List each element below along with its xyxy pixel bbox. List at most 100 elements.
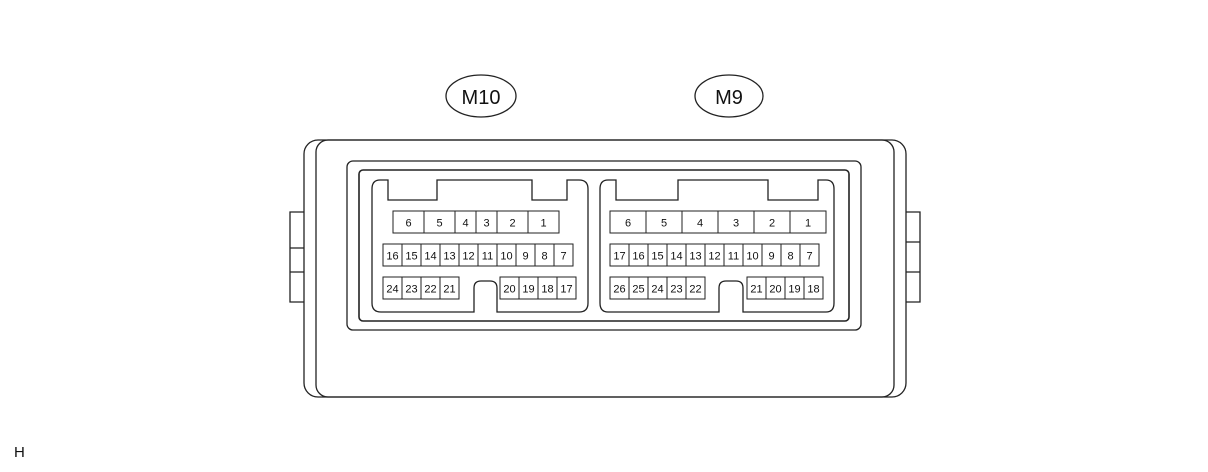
pin-number: 23 <box>670 284 682 296</box>
pin-number: 21 <box>750 284 762 296</box>
pin-m10-20: 20 <box>499 276 520 300</box>
pin-number: 18 <box>541 284 553 296</box>
pin-m10-7: 7 <box>553 243 574 267</box>
m9-label-bubble <box>694 74 764 118</box>
pin-number: 9 <box>768 251 774 263</box>
pin-m9-6: 6 <box>609 210 647 234</box>
m10-label-bubble <box>445 74 517 118</box>
pin-m9-8: 8 <box>780 243 801 267</box>
pin-m9-3: 3 <box>717 210 755 234</box>
pin-number: 6 <box>405 218 411 230</box>
pin-number: 19 <box>788 284 800 296</box>
housing-inner <box>315 139 895 398</box>
m10-cavity <box>371 179 589 313</box>
pin-number: 20 <box>769 284 781 296</box>
pin-number: 10 <box>500 251 512 263</box>
pin-number: 15 <box>651 251 663 263</box>
pin-m9-10: 10 <box>742 243 763 267</box>
pin-m10-2: 2 <box>496 210 529 234</box>
pin-number: 12 <box>708 251 720 263</box>
face-frame-inner <box>358 169 850 322</box>
pin-m9-16: 16 <box>628 243 649 267</box>
pin-number: 21 <box>443 284 455 296</box>
pin-m10-14: 14 <box>420 243 441 267</box>
pin-m9-2: 2 <box>753 210 791 234</box>
pin-number: 2 <box>769 218 775 230</box>
pin-m10-8: 8 <box>534 243 555 267</box>
pin-m9-4: 4 <box>681 210 719 234</box>
pin-number: 3 <box>483 218 489 230</box>
m9-cavity <box>599 179 835 313</box>
pin-m10-4: 4 <box>454 210 477 234</box>
pin-number: 11 <box>482 251 493 263</box>
pin-number: 19 <box>522 284 534 296</box>
pin-number: 3 <box>733 218 739 230</box>
pin-m10-21: 21 <box>439 276 460 300</box>
pin-number: 9 <box>522 251 528 263</box>
pin-number: 20 <box>503 284 515 296</box>
pin-number: 8 <box>541 251 547 263</box>
pin-number: 14 <box>424 251 436 263</box>
pin-number: 5 <box>661 218 667 230</box>
m10-label: M10 <box>462 87 501 109</box>
pin-number: 7 <box>806 251 812 263</box>
pin-number: 13 <box>443 251 455 263</box>
pin-m10-15: 15 <box>401 243 422 267</box>
pin-m9-24: 24 <box>647 276 668 300</box>
pin-m10-23: 23 <box>401 276 422 300</box>
pin-m10-11: 11 <box>477 243 498 267</box>
pin-m9-9: 9 <box>761 243 782 267</box>
housing-outer <box>303 139 907 398</box>
pin-m9-13: 13 <box>685 243 706 267</box>
pin-number: 15 <box>405 251 417 263</box>
pin-m9-17: 17 <box>609 243 630 267</box>
face-frame-outer <box>346 160 862 331</box>
pin-m9-20: 20 <box>765 276 786 300</box>
pin-m10-12: 12 <box>458 243 479 267</box>
pin-number: 4 <box>697 218 703 230</box>
left-latch <box>289 211 304 303</box>
pin-number: 14 <box>670 251 682 263</box>
pin-m9-18: 18 <box>803 276 824 300</box>
pin-m10-16: 16 <box>382 243 403 267</box>
pin-number: 7 <box>560 251 566 263</box>
pin-number: 13 <box>689 251 701 263</box>
pin-number: 26 <box>613 284 625 296</box>
pin-m10-5: 5 <box>423 210 456 234</box>
pin-m9-11: 11 <box>723 243 744 267</box>
pin-number: 11 <box>728 251 739 263</box>
pin-m9-1: 1 <box>789 210 827 234</box>
pin-number: 16 <box>386 251 398 263</box>
pin-number: 22 <box>424 284 436 296</box>
pin-m9-26: 26 <box>609 276 630 300</box>
pin-m9-14: 14 <box>666 243 687 267</box>
pin-number: 24 <box>651 284 663 296</box>
pin-m9-21: 21 <box>746 276 767 300</box>
pin-number: 18 <box>807 284 819 296</box>
pin-m9-15: 15 <box>647 243 668 267</box>
pin-m9-5: 5 <box>645 210 683 234</box>
pin-m10-24: 24 <box>382 276 403 300</box>
pin-m10-9: 9 <box>515 243 536 267</box>
pin-number: 16 <box>632 251 644 263</box>
right-latch <box>906 211 921 303</box>
pin-number: 22 <box>689 284 701 296</box>
pin-m9-25: 25 <box>628 276 649 300</box>
pin-number: 1 <box>540 218 546 230</box>
pin-number: 12 <box>462 251 474 263</box>
pin-m9-23: 23 <box>666 276 687 300</box>
pin-m10-3: 3 <box>475 210 498 234</box>
pin-m10-6: 6 <box>392 210 425 234</box>
pin-m10-17: 17 <box>556 276 577 300</box>
pin-number: 24 <box>386 284 398 296</box>
pin-number: 10 <box>746 251 758 263</box>
pin-number: 23 <box>405 284 417 296</box>
pin-m9-7: 7 <box>799 243 820 267</box>
pin-number: 4 <box>462 218 468 230</box>
m9-label: M9 <box>715 87 743 109</box>
pin-m9-19: 19 <box>784 276 805 300</box>
pin-m10-1: 1 <box>527 210 560 234</box>
pin-m9-12: 12 <box>704 243 725 267</box>
